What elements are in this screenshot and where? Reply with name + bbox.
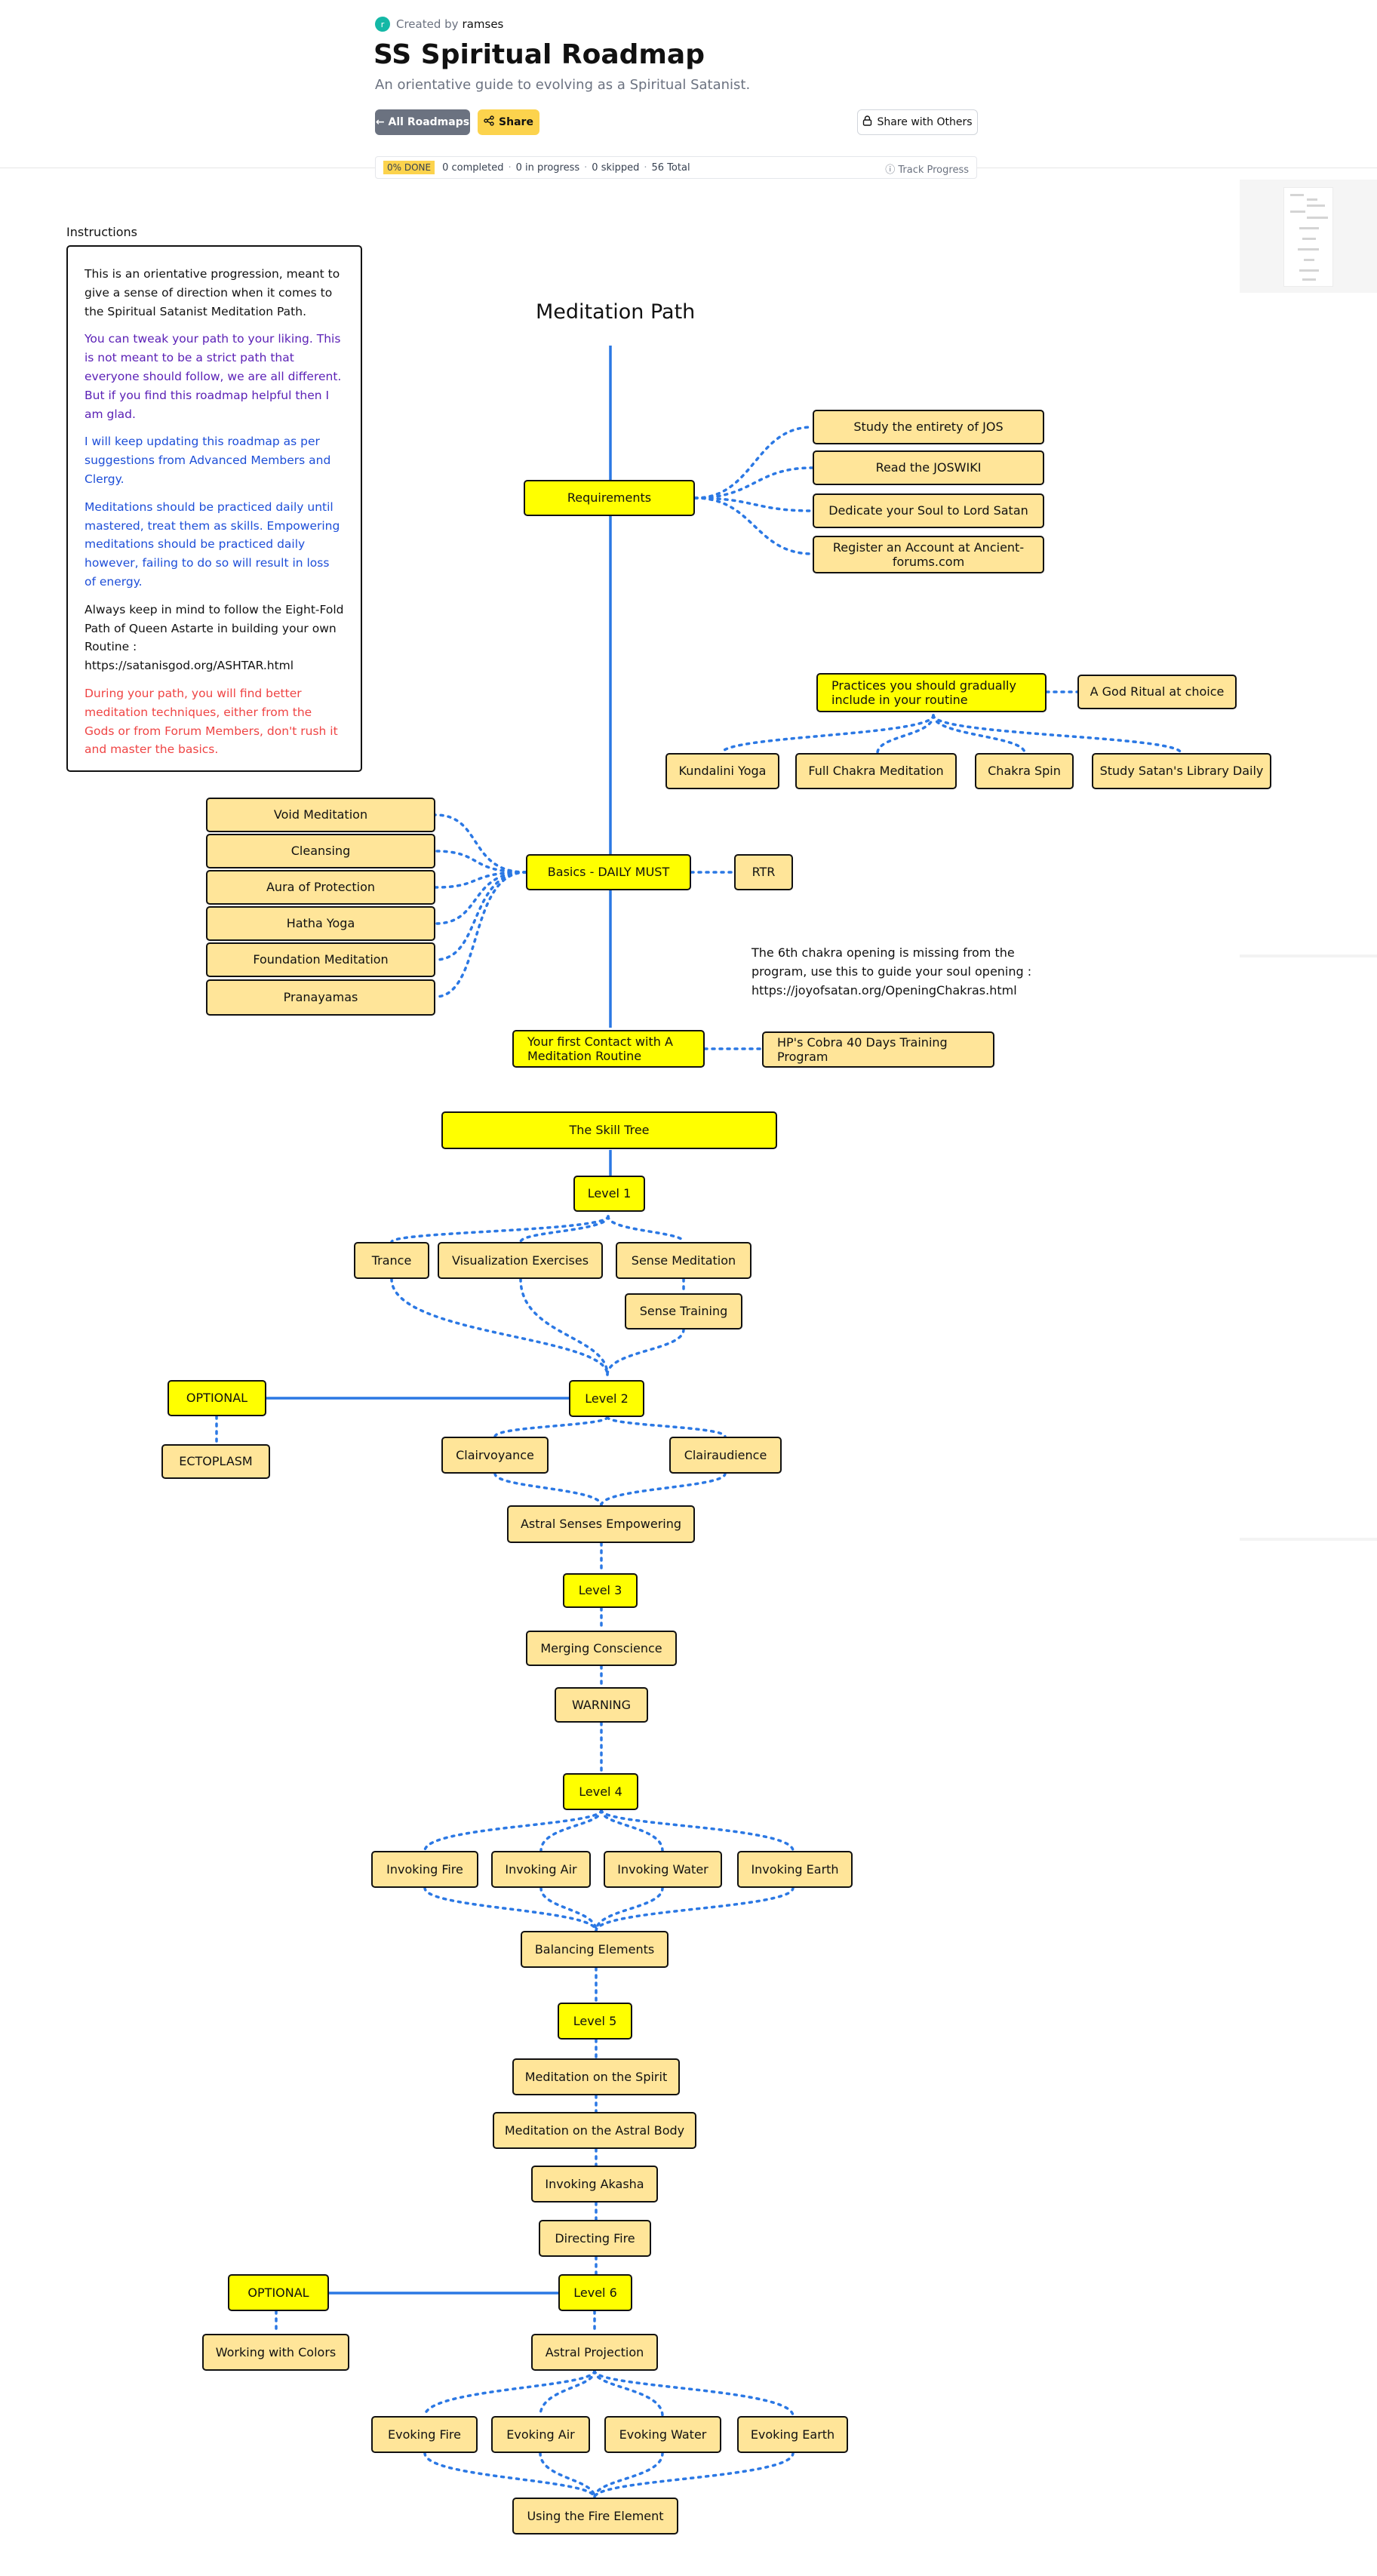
meditation-path-title: Meditation Path xyxy=(536,300,696,324)
share-label: Share xyxy=(499,116,533,128)
level-1-item[interactable]: Sense Meditation xyxy=(616,1242,752,1279)
basics-item[interactable]: Pranayamas xyxy=(206,979,435,1016)
page-subtitle: An orientative guide to evolving as a Sp… xyxy=(375,77,751,93)
basics-node[interactable]: Basics - DAILY MUST xyxy=(526,854,691,890)
share-with-others-button[interactable]: Share with Others xyxy=(857,109,978,135)
instructions-paragraph: This is an orientative progression, mean… xyxy=(85,267,340,318)
cobra-program-node[interactable]: HP's Cobra 40 Days Training Program xyxy=(762,1031,994,1068)
balancing-elements-node[interactable]: Balancing Elements xyxy=(521,1931,669,1968)
help-icon: ⓘ xyxy=(885,164,896,176)
requirement-item[interactable]: Study the entirety of JOS xyxy=(813,410,1044,444)
level-6-node[interactable]: Level 6 xyxy=(558,2274,632,2311)
invoking-item[interactable]: Invoking Fire xyxy=(371,1851,478,1888)
evoking-item[interactable]: Evoking Fire xyxy=(371,2416,478,2453)
completed-count: 0 completed xyxy=(442,161,504,174)
practices-node[interactable]: Practices you should gradually include i… xyxy=(816,673,1047,712)
evoking-item[interactable]: Evoking Water xyxy=(604,2416,721,2453)
astral-senses-node[interactable]: Astral Senses Empowering xyxy=(507,1505,695,1543)
invoking-item[interactable]: Invoking Air xyxy=(491,1851,591,1888)
instructions-paragraph: Meditations should be practiced daily un… xyxy=(85,500,340,589)
track-progress-label: Track Progress xyxy=(898,164,969,176)
invoking-item[interactable]: Invoking Water xyxy=(604,1851,722,1888)
practice-item[interactable]: Study Satan's Library Daily xyxy=(1092,753,1271,789)
creator-line: r Created by ramses xyxy=(375,17,503,32)
basics-item[interactable]: Cleansing xyxy=(206,834,435,868)
basics-item[interactable]: Hatha Yoga xyxy=(206,906,435,941)
instructions-paragraph: Always keep in mind to follow the Eight-… xyxy=(85,602,344,673)
minimap-marker xyxy=(1240,1538,1377,1541)
level-5-item[interactable]: Meditation on the Astral Body xyxy=(493,2112,696,2149)
practice-item[interactable]: Kundalini Yoga xyxy=(665,753,779,789)
evoking-item[interactable]: Evoking Air xyxy=(491,2416,590,2453)
minimap-marker xyxy=(1240,954,1377,958)
astral-projection-node[interactable]: Astral Projection xyxy=(531,2334,658,2371)
level-5-item[interactable]: Meditation on the Spirit xyxy=(512,2058,680,2095)
merging-conscience-node[interactable]: Merging Conscience xyxy=(526,1631,677,1666)
practice-item[interactable]: Chakra Spin xyxy=(975,753,1074,789)
share-button[interactable]: Share xyxy=(478,109,539,135)
share-icon xyxy=(484,115,494,129)
working-with-colors-node[interactable]: Working with Colors xyxy=(202,2334,349,2371)
minimap-viewport xyxy=(1283,187,1333,287)
clairaudience-node[interactable]: Clairaudience xyxy=(669,1437,782,1474)
clairvoyance-node[interactable]: Clairvoyance xyxy=(441,1437,549,1474)
instructions-label: Instructions xyxy=(66,225,137,239)
level-5-item[interactable]: Directing Fire xyxy=(539,2220,651,2257)
created-by-label: Created by xyxy=(396,17,459,31)
evoking-item[interactable]: Evoking Earth xyxy=(737,2416,848,2453)
done-badge: 0% DONE xyxy=(383,161,435,174)
practice-item[interactable]: Full Chakra Meditation xyxy=(795,753,957,789)
level-5-item[interactable]: Invoking Akasha xyxy=(531,2166,658,2203)
requirement-item[interactable]: Dedicate your Soul to Lord Satan xyxy=(813,493,1044,528)
invoking-item[interactable]: Invoking Earth xyxy=(737,1851,853,1888)
level-1-item[interactable]: Trance xyxy=(354,1242,429,1279)
share-with-others-label: Share with Others xyxy=(877,116,973,128)
minimap[interactable] xyxy=(1240,180,1377,293)
level-1-node[interactable]: Level 1 xyxy=(573,1176,645,1212)
warning-node[interactable]: WARNING xyxy=(555,1687,648,1723)
optional-node[interactable]: OPTIONAL xyxy=(168,1380,266,1416)
level-4-node[interactable]: Level 4 xyxy=(563,1773,638,1810)
rtr-node[interactable]: RTR xyxy=(734,854,793,890)
chakra-note: The 6th chakra opening is missing from t… xyxy=(752,945,1032,998)
level-5-node[interactable]: Level 5 xyxy=(558,2003,632,2040)
first-contact-node[interactable]: Your first Contact with A Meditation Rou… xyxy=(512,1030,705,1068)
skill-tree-node[interactable]: The Skill Tree xyxy=(441,1111,777,1149)
in-progress-count: 0 in progress xyxy=(515,161,580,174)
basics-item[interactable]: Void Meditation xyxy=(206,798,435,832)
god-ritual-node[interactable]: A God Ritual at choice xyxy=(1077,675,1237,709)
requirement-item[interactable]: Read the JOSWIKI xyxy=(813,450,1044,485)
progress-bar: 0% DONE 0 completed· 0 in progress· 0 sk… xyxy=(375,156,977,179)
fire-element-node[interactable]: Using the Fire Element xyxy=(512,2498,678,2535)
track-progress-button[interactable]: ⓘ Track Progress xyxy=(885,161,969,176)
author-name[interactable]: ramses xyxy=(462,17,504,31)
requirements-node[interactable]: Requirements xyxy=(524,480,695,516)
requirement-item[interactable]: Register an Account at Ancient-forums.co… xyxy=(813,536,1044,573)
level-1-item[interactable]: Visualization Exercises xyxy=(438,1242,603,1279)
author-avatar: r xyxy=(375,17,390,32)
instructions-box: This is an orientative progression, mean… xyxy=(66,245,362,772)
level-3-node[interactable]: Level 3 xyxy=(563,1573,638,1608)
ectoplasm-node[interactable]: ECTOPLASM xyxy=(161,1444,270,1479)
total-count: 56 Total xyxy=(651,161,690,174)
level-1-item[interactable]: Sense Training xyxy=(625,1293,742,1329)
basics-item[interactable]: Aura of Protection xyxy=(206,870,435,905)
basics-item[interactable]: Foundation Meditation xyxy=(206,942,435,977)
instructions-paragraph: I will keep updating this roadmap as per… xyxy=(85,435,331,486)
lock-icon xyxy=(862,115,872,129)
page-title: SS Spiritual Roadmap xyxy=(373,39,705,70)
page-header: r Created by ramses SS Spiritual Roadmap… xyxy=(0,0,1377,168)
level-2-node[interactable]: Level 2 xyxy=(569,1380,644,1417)
instructions-paragraph: During your path, you will find better m… xyxy=(85,686,338,757)
optional-node-2[interactable]: OPTIONAL xyxy=(228,2274,329,2311)
skipped-count: 0 skipped xyxy=(592,161,640,174)
all-roadmaps-button[interactable]: ← All Roadmaps xyxy=(375,109,470,135)
instructions-paragraph: You can tweak your path to your liking. … xyxy=(85,332,342,421)
